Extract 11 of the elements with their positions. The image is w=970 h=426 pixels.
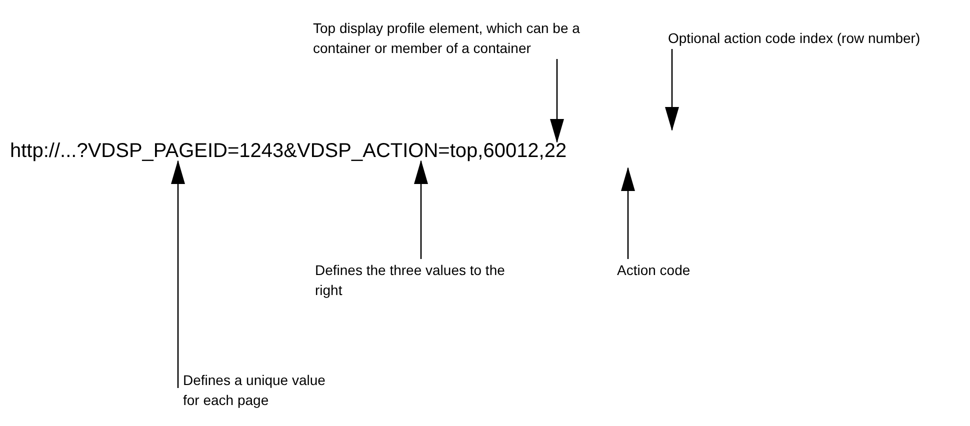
callout-arrow bbox=[621, 167, 635, 259]
annotation-text: Action code bbox=[617, 260, 717, 280]
annotation-text: Defines a unique value for each page bbox=[183, 370, 343, 410]
annotation-text: Top display profile element, which can be a container or member of a container bbox=[313, 18, 608, 58]
callout-arrow bbox=[171, 160, 185, 388]
annotation-text: Defines the three values to the right bbox=[315, 260, 515, 300]
url-text: http://...?VDSP_PAGEID=1243&VDSP_ACTION=top,60012,22 bbox=[10, 140, 567, 162]
callout-arrow bbox=[550, 59, 564, 143]
annotation-text: Optional action code index (row number) bbox=[668, 28, 968, 48]
callout-arrow bbox=[414, 160, 428, 259]
callout-arrow bbox=[665, 49, 679, 131]
